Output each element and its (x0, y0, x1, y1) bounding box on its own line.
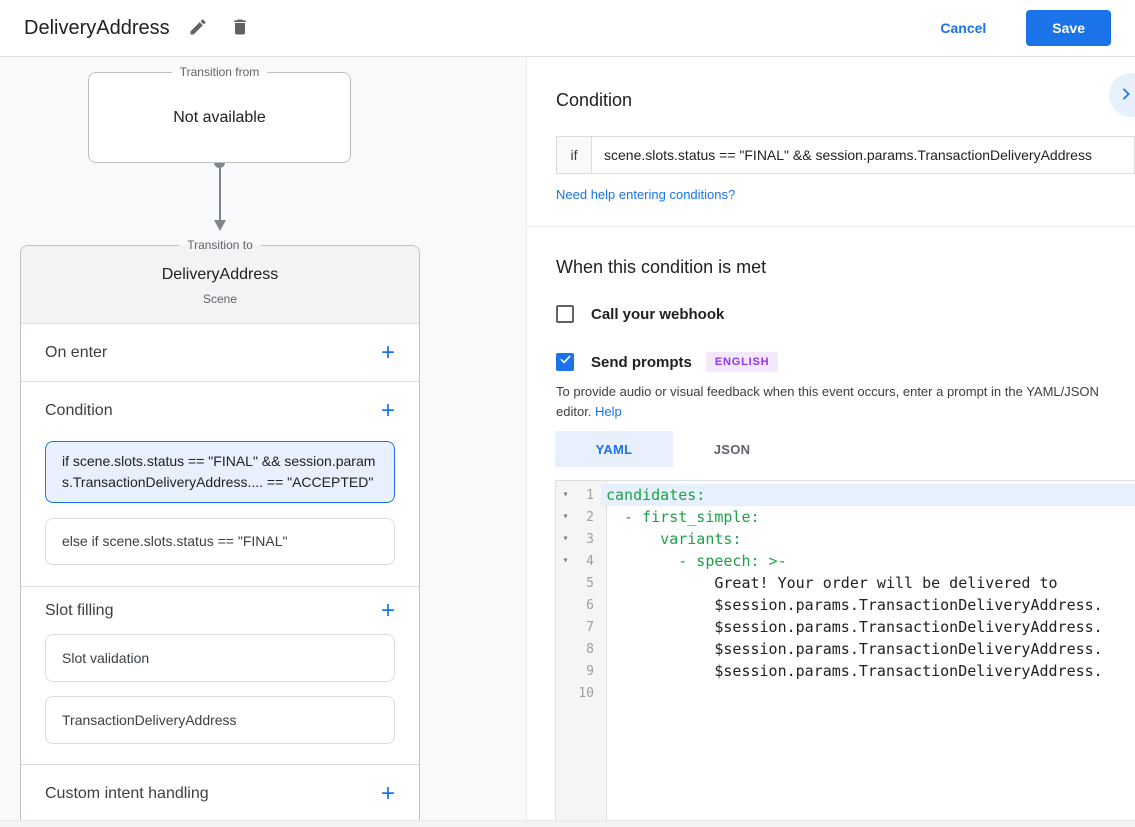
condition-section: Condition + if scene.slots.status == "FI… (21, 382, 419, 587)
language-badge: ENGLISH (705, 352, 779, 372)
when-met-heading: When this condition is met (556, 257, 767, 277)
pencil-icon (188, 17, 208, 40)
send-prompts-label: Send prompts (591, 353, 692, 371)
line-number: 6 (586, 597, 594, 613)
scene-name: DeliveryAddress (161, 266, 279, 283)
transition-connector (88, 157, 351, 231)
prompts-description-text: To provide audio or visual feedback when… (556, 384, 1099, 419)
line-number: 1 (586, 487, 594, 503)
editor-line: 9 $session.params.TransactionDeliveryAdd… (556, 660, 1135, 682)
editor-line: 8 $session.params.TransactionDeliveryAdd… (556, 638, 1135, 660)
editor-line: ▾ 4 - speech: >- (556, 550, 1135, 572)
line-number: 5 (586, 575, 594, 591)
slot-card[interactable]: TransactionDeliveryAddress (45, 696, 395, 744)
transition-to-label: Transition to (179, 238, 261, 252)
condition-card-selected[interactable]: if scene.slots.status == "FINAL" && sess… (45, 441, 395, 503)
tab-yaml[interactable]: YAML (555, 431, 673, 467)
app-header: DeliveryAddress Cancel Save (0, 0, 1135, 57)
scene-diagram-pane: Transition from Not available Transition… (0, 57, 527, 827)
scene-card: Transition to DeliveryAddress Scene On e… (20, 238, 420, 823)
line-number: 2 (586, 509, 594, 525)
add-slot-button[interactable]: + (380, 596, 395, 624)
save-button[interactable]: Save (1026, 10, 1111, 46)
line-number: 7 (586, 619, 594, 635)
transition-from-box: Transition from Not available (88, 65, 351, 163)
condition-expression-row: if (556, 136, 1135, 174)
scene-type-label: Scene (202, 292, 238, 306)
panel-divider (527, 226, 1135, 227)
if-prefix-label: if (556, 136, 592, 174)
condition-section-label: Condition (45, 401, 113, 419)
prompts-description: To provide audio or visual feedback when… (556, 382, 1122, 422)
fold-toggle-icon[interactable]: ▾ (562, 533, 569, 544)
checkmark-icon (559, 353, 572, 371)
cancel-button[interactable]: Cancel (934, 19, 992, 37)
call-webhook-checkbox[interactable] (556, 305, 574, 323)
chevron-right-icon (1118, 86, 1134, 105)
editor-line: 5 Great! Your order will be delivered to (556, 572, 1135, 594)
condition-panel-heading: Condition (556, 90, 633, 110)
slot-validation-card[interactable]: Slot validation (45, 634, 395, 682)
transition-from-label: Transition from (171, 65, 268, 79)
conditions-help-link[interactable]: Need help entering conditions? (556, 187, 736, 202)
custom-intent-label: Custom intent handling (45, 784, 209, 802)
line-number: 4 (586, 553, 594, 569)
line-number: 8 (586, 641, 594, 657)
yaml-editor[interactable]: ▾ 1 candidates: ▾ 2 - first_simple: ▾ 3 … (555, 480, 1135, 827)
editor-line: 10 (556, 682, 1135, 704)
line-number: 3 (586, 531, 594, 547)
page-title: DeliveryAddress (24, 16, 170, 39)
slot-filling-section: Slot filling + Slot validation Transacti… (21, 587, 419, 765)
send-prompts-checkbox[interactable] (556, 353, 574, 371)
delete-scene-button[interactable] (226, 13, 254, 44)
webhook-option-row: Call your webhook (556, 303, 1135, 325)
editor-format-tabs: YAML JSON (555, 431, 1135, 467)
editor-gutter (556, 481, 607, 827)
fold-toggle-icon[interactable]: ▾ (562, 511, 569, 522)
horizontal-scrollbar[interactable] (0, 820, 1135, 827)
prompts-option-row: Send prompts ENGLISH (556, 351, 1135, 373)
editor-line: ▾ 1 candidates: (556, 484, 1135, 506)
line-number: 9 (586, 663, 594, 679)
fold-toggle-icon[interactable]: ▾ (562, 555, 569, 566)
custom-intent-section: Custom intent handling + (21, 765, 419, 822)
editor-line: ▾ 3 variants: (556, 528, 1135, 550)
slot-filling-label: Slot filling (45, 601, 114, 619)
on-enter-section: On enter + (21, 324, 419, 382)
arrow-down-icon (213, 220, 226, 231)
call-webhook-label: Call your webhook (591, 305, 725, 323)
transition-from-value: Not available (173, 108, 266, 126)
editor-line: ▾ 2 - first_simple: (556, 506, 1135, 528)
prompts-help-link[interactable]: Help (595, 404, 622, 419)
add-on-enter-button[interactable]: + (380, 338, 395, 366)
condition-detail-pane: Condition if Need help entering conditio… (527, 57, 1135, 827)
editor-line: 7 $session.params.TransactionDeliveryAdd… (556, 616, 1135, 638)
on-enter-label: On enter (45, 343, 108, 361)
condition-card[interactable]: else if scene.slots.status == "FINAL" (45, 518, 395, 565)
tab-json[interactable]: JSON (673, 431, 791, 467)
trash-icon (230, 17, 250, 40)
edit-scene-button[interactable] (184, 13, 212, 44)
add-condition-button[interactable]: + (380, 396, 395, 424)
scene-card-header: DeliveryAddress Scene (21, 246, 419, 324)
line-number: 10 (578, 685, 594, 701)
fold-toggle-icon[interactable]: ▾ (562, 489, 569, 500)
condition-expression-input[interactable] (592, 136, 1135, 174)
connector-line (218, 168, 221, 220)
editor-line: 6 $session.params.TransactionDeliveryAdd… (556, 594, 1135, 616)
add-custom-intent-button[interactable]: + (380, 779, 395, 807)
